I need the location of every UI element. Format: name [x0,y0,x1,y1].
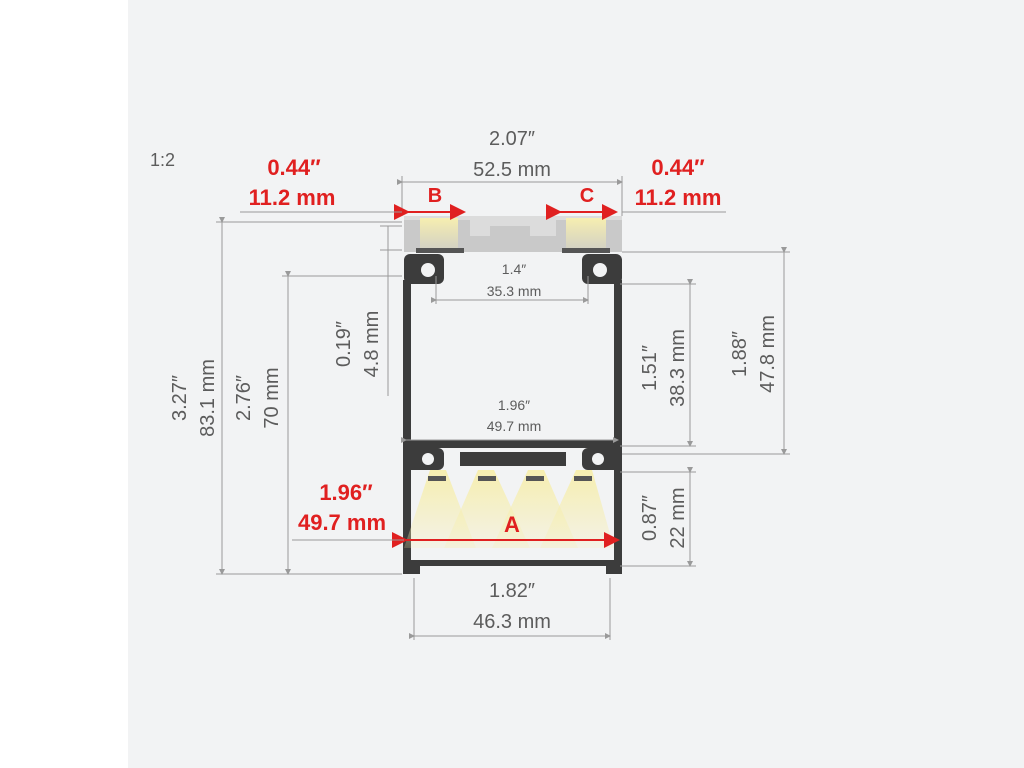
a-width-mm: 49.7 mm [298,510,386,535]
inner-mid-mm: 49.7 mm [487,418,541,434]
channel-in: 1.51″ [639,345,661,391]
body-height-mm: 70 mm [261,367,283,428]
bottom-lip [403,560,622,574]
bottom-width-in: 1.82″ [489,580,535,602]
channel-mm: 38.3 mm [667,329,689,407]
scale-label: 1:2 [150,150,175,170]
b-width-mm: 11.2 mm [249,185,336,210]
led-b [416,248,464,253]
bottom-channel-in: 0.87″ [639,495,661,541]
bottom-width-mm: 46.3 mm [473,611,551,633]
led-carrier [460,452,566,466]
upper-mm: 47.8 mm [757,315,779,393]
inner-top-mm: 35.3 mm [487,283,541,299]
total-height-mm: 83.1 mm [197,359,219,437]
profile-body [403,216,622,574]
total-width-in: 2.07″ [489,128,535,150]
a-width-in: 1.96″ [319,480,373,505]
total-width-mm: 52.5 mm [473,159,551,181]
light-c [566,218,606,250]
label-a: A [504,512,520,537]
wall-left [403,280,411,574]
bottom-channel-mm: 22 mm [667,487,689,548]
label-b: B [428,185,442,207]
top-gap-mm: 4.8 mm [361,311,383,378]
label-c: C [580,185,594,207]
mid-hole-left [422,453,434,465]
c-width-mm: 11.2 mm [635,185,722,210]
upper-in: 1.88″ [729,331,751,377]
body-height-in: 2.76″ [233,375,255,421]
inner-mid-in: 1.96″ [498,397,530,413]
light-a [404,470,614,548]
b-width-in: 0.44″ [267,155,321,180]
mid-hole-right [592,453,604,465]
middle-shelf [404,440,622,448]
drawing-canvas [128,0,1024,768]
screw-hole-right [593,263,607,277]
top-gap-in: 0.19″ [333,321,355,367]
led-c [562,248,610,253]
c-width-in: 0.44″ [651,155,705,180]
total-height-in: 3.27″ [169,375,191,421]
light-b [420,218,458,250]
wall-right [614,280,622,574]
screw-hole-left [421,263,435,277]
inner-top-in: 1.4″ [502,261,526,277]
